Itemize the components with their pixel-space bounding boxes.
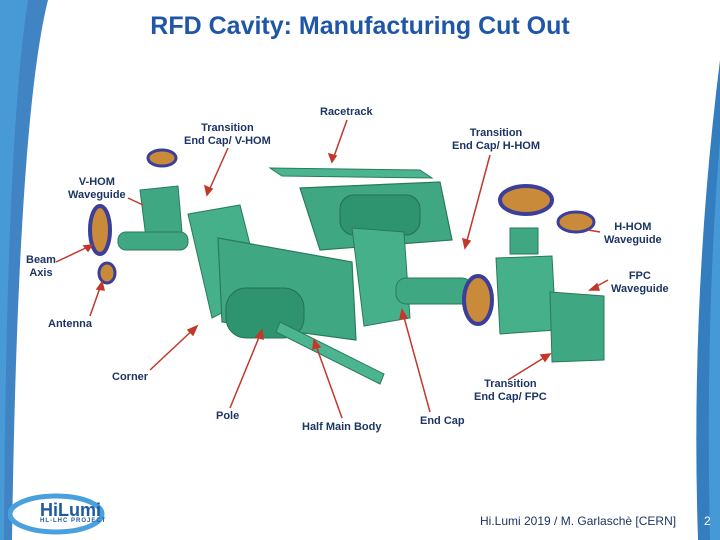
- label-hhom-waveguide: H-HOM Waveguide: [604, 221, 662, 247]
- footer-credit: Hi.Lumi 2019 / M. Garlaschè [CERN]: [480, 514, 677, 528]
- transition-vhom-part: [139, 185, 183, 239]
- page-number: 2: [704, 514, 711, 528]
- logo-subtitle: HL-LHC PROJECT: [40, 518, 107, 524]
- antenna-flange: [97, 261, 117, 285]
- vhom-top-flange: [146, 148, 178, 168]
- label-antenna: Antenna: [48, 318, 92, 330]
- label-transition-vhom-line1: Transition: [201, 122, 254, 134]
- racetrack-part: [268, 167, 434, 179]
- label-vhom-line1: V-HOM: [78, 176, 115, 188]
- label-transition-fpc-line1: Transition: [484, 378, 537, 390]
- slide-title: RFD Cavity: Manufacturing Cut Out: [150, 12, 570, 40]
- label-transition-hhom-line1: Transition: [469, 127, 523, 139]
- label-corner: Corner: [112, 371, 149, 383]
- beam-pipe-left-part: [117, 231, 189, 251]
- label-transition-hhom: Transition End Cap/ H-HOM: [452, 127, 540, 153]
- cavity-parts: [88, 148, 605, 385]
- label-end-cap: End Cap: [420, 415, 465, 427]
- label-transition-vhom: Transition End Cap/ V-HOM: [184, 122, 271, 148]
- label-transition-fpc: Transition End Cap/ FPC: [474, 378, 547, 404]
- hhom-flange-large: [498, 184, 554, 216]
- hhom-flange-small: [556, 210, 596, 234]
- fpc-flange: [462, 274, 494, 326]
- label-fpc-waveguide: FPC Waveguide: [611, 270, 669, 296]
- logo-name: HiLumi: [40, 500, 101, 520]
- vhom-waveguide-flange: [88, 204, 112, 256]
- label-fpc-line2: Waveguide: [611, 283, 669, 295]
- lower-plate-part: [275, 321, 385, 385]
- label-half-main-body: Half Main Body: [302, 421, 382, 433]
- label-transition-fpc-line2: End Cap/ FPC: [474, 391, 547, 403]
- fpc-waveguide-part: [549, 291, 605, 363]
- label-transition-vhom-line2: End Cap/ V-HOM: [184, 135, 271, 147]
- hilumi-logo: [8, 493, 105, 535]
- label-beam-axis: Beam Axis: [26, 254, 56, 280]
- label-racetrack: Racetrack: [320, 106, 373, 118]
- label-hhom-line1: H-HOM: [614, 221, 652, 233]
- end-cap-part: [351, 227, 411, 327]
- beam-pipe-right-part: [395, 277, 473, 305]
- label-hhom-line2: Waveguide: [604, 234, 662, 246]
- label-pole: Pole: [216, 410, 240, 422]
- label-transition-hhom-line2: End Cap/ H-HOM: [452, 140, 540, 152]
- label-beam-line1: Beam: [26, 254, 56, 266]
- hhom-stub-part: [509, 227, 539, 255]
- label-vhom-waveguide: V-HOM Waveguide: [68, 176, 126, 202]
- transition-fpc-part: [495, 255, 557, 335]
- label-vhom-line2: Waveguide: [68, 189, 126, 201]
- callout-arrows: [55, 119, 609, 419]
- label-beam-line2: Axis: [29, 267, 53, 279]
- label-fpc-line1: FPC: [628, 270, 651, 282]
